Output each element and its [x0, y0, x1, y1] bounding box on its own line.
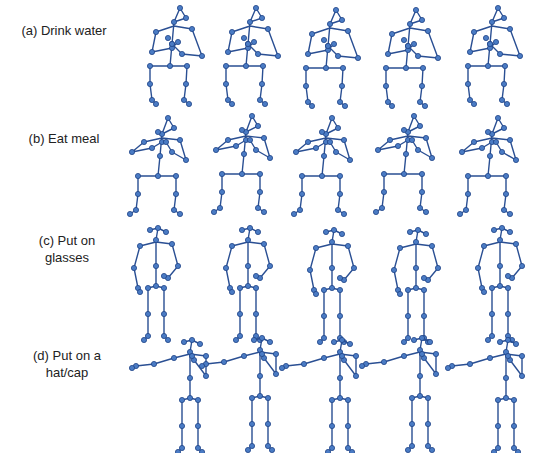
skeleton-row-b: [127, 113, 518, 216]
action-label: (b) Eat meal: [6, 130, 122, 147]
skeleton-row-a: [147, 5, 522, 108]
action-label: (d) Put on a hat/cap: [26, 347, 108, 381]
skeleton-row-d: [129, 335, 524, 453]
action-label: (c) Put on glasses: [26, 232, 108, 266]
action-label: (a) Drink water: [6, 22, 122, 39]
skeleton-row-c: [131, 225, 524, 344]
